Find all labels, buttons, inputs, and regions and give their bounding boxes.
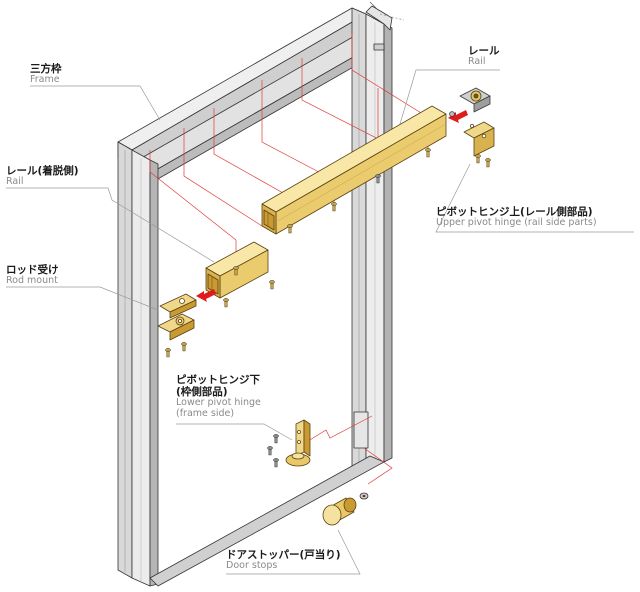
lower-pivot-hinge bbox=[285, 419, 311, 467]
label-rail-detach-en: Rail bbox=[6, 176, 24, 188]
label-door-stops-jp: ドアストッパー(戸当り) bbox=[226, 549, 341, 561]
leader-rod-mount bbox=[6, 286, 159, 311]
label-rail-detach-jp: レール(着脱側) bbox=[6, 165, 79, 177]
screw bbox=[165, 348, 171, 358]
screw bbox=[273, 458, 279, 468]
arrow-rod-to-rail bbox=[196, 289, 216, 302]
label-lower-pivot-jp1: ピボットヒンジ下 bbox=[176, 374, 260, 386]
screw bbox=[223, 298, 229, 308]
label-lower-pivot-en2: (frame side) bbox=[176, 408, 235, 420]
screw bbox=[233, 266, 239, 276]
screws bbox=[165, 148, 491, 468]
label-door-stops: ドアストッパー(戸当り) Door stops bbox=[226, 549, 341, 572]
screw bbox=[181, 342, 187, 352]
label-rail-en: Rail bbox=[468, 56, 486, 68]
label-upper-pivot-en: Upper pivot hinge (rail side parts) bbox=[436, 217, 597, 229]
label-upper-pivot-jp: ピボットヒンジ上(レール側部品) bbox=[436, 206, 593, 218]
arrow-hinge-to-rail bbox=[448, 110, 468, 123]
label-rail: レール Rail bbox=[468, 45, 500, 68]
screw bbox=[269, 280, 275, 290]
screw bbox=[287, 224, 293, 234]
label-rod-mount-jp: ロッド受け bbox=[6, 264, 59, 276]
label-lower-pivot-jp2: (枠側部品) bbox=[176, 386, 228, 399]
leader-rail bbox=[399, 69, 500, 125]
leader-upper-pivot bbox=[435, 163, 634, 233]
screw bbox=[475, 154, 481, 164]
rail-main bbox=[261, 105, 447, 235]
label-frame-en: Frame bbox=[30, 74, 60, 86]
label-upper-pivot: ピボットヒンジ上(レール側部品) Upper pivot hinge (rail… bbox=[436, 206, 597, 229]
leader-door-stops bbox=[226, 529, 361, 575]
label-lower-pivot: ピボットヒンジ下 (枠側部品) Lower pivot hinge (frame… bbox=[176, 374, 261, 420]
label-lower-pivot-en1: Lower pivot hinge bbox=[176, 397, 261, 409]
rail-detach bbox=[205, 241, 269, 299]
leader-rail-detach bbox=[6, 187, 215, 263]
label-door-stops-en: Door stops bbox=[226, 560, 278, 572]
leader-frame bbox=[30, 85, 161, 121]
label-rail-detach: レール(着脱側) Rail bbox=[6, 165, 79, 188]
leader-lines bbox=[6, 69, 634, 575]
screw bbox=[425, 148, 431, 158]
screw bbox=[267, 446, 273, 456]
door-stop bbox=[322, 492, 369, 526]
label-frame: 三方枠 Frame bbox=[30, 63, 62, 86]
screw bbox=[485, 158, 491, 168]
screw bbox=[331, 202, 337, 212]
label-rod-mount: ロッド受け Rod mount bbox=[6, 264, 59, 287]
assembly-arrows bbox=[196, 110, 468, 302]
frame bbox=[117, 1, 405, 587]
rod-mount bbox=[157, 293, 197, 341]
label-frame-jp: 三方枠 bbox=[30, 63, 62, 75]
leader-lower-pivot bbox=[176, 423, 293, 441]
screw bbox=[375, 174, 381, 184]
screw bbox=[273, 434, 279, 444]
label-rod-mount-en: Rod mount bbox=[6, 275, 58, 287]
upper-pivot-hinge bbox=[449, 87, 495, 157]
label-rail-jp: レール bbox=[468, 45, 500, 57]
